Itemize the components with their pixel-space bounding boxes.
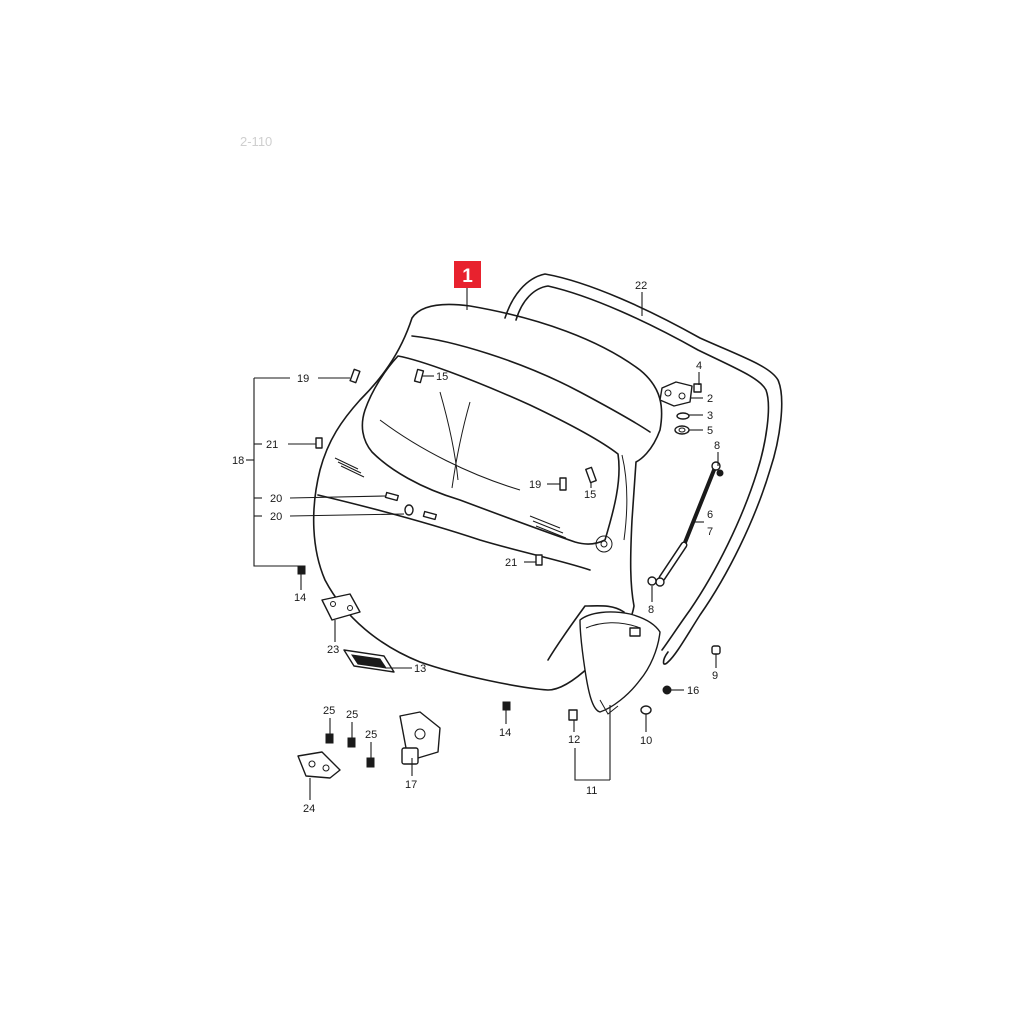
clip-part-15-lower [585, 466, 597, 484]
label-9: 9 [712, 670, 718, 682]
label-21-lower: 21 [505, 557, 517, 569]
part-1-highlight-badge: 1 [454, 261, 481, 288]
clip-part-12 [568, 709, 578, 721]
label-19-lower: 19 [529, 479, 541, 491]
bolt-part-25-c [366, 757, 375, 768]
label-15-lower: 15 [584, 489, 596, 501]
badge-number: 1 [462, 266, 473, 287]
label-15-upper: 15 [436, 371, 448, 383]
bumper-part-9 [711, 645, 721, 655]
label-11: 11 [586, 785, 597, 797]
label-2: 2 [707, 393, 713, 405]
label-6: 6 [707, 509, 713, 521]
label-16: 16 [687, 685, 699, 697]
label-14-right: 14 [499, 727, 511, 739]
label-23: 23 [327, 644, 339, 656]
washer-part-3 [676, 412, 690, 420]
label-18: 18 [232, 455, 244, 467]
dam-part-20-lower [404, 504, 438, 521]
label-25-c: 25 [365, 729, 377, 741]
bumper-part-10 [640, 705, 652, 715]
ball-stud-part-8-lower [647, 576, 657, 586]
defroster-lines-left [334, 457, 365, 478]
clip-part-14-right [502, 701, 511, 711]
label-13: 13 [414, 663, 426, 675]
label-19-upper: 19 [297, 373, 309, 385]
defroster-lines-right [529, 515, 567, 539]
part-number-labels: 22 4 2 3 5 8 6 7 8 9 16 10 12 11 14 13 2… [232, 280, 720, 815]
label-3: 3 [707, 410, 713, 422]
label-21-upper: 21 [266, 439, 278, 451]
clip-part-15-upper [413, 368, 425, 384]
label-22: 22 [635, 280, 647, 292]
back-door-shell [312, 303, 663, 691]
badge-background [454, 261, 481, 288]
dam-part-20-upper [384, 491, 400, 502]
clip-part-14-left [297, 565, 306, 575]
glass-assembly-bracket-18 [253, 377, 300, 567]
gas-strut-part-6 [655, 461, 721, 587]
label-17: 17 [405, 779, 417, 791]
label-10: 10 [640, 735, 652, 747]
nut-part-5 [674, 425, 690, 435]
lock-part-17 [399, 711, 441, 765]
label-8-lower: 8 [648, 604, 654, 616]
hinge-part-2 [659, 381, 693, 407]
spacer-part-21-upper [315, 437, 323, 449]
leader-lines [246, 288, 719, 800]
handle-part-23 [321, 593, 361, 621]
label-7: 7 [707, 526, 713, 538]
license-lamp-part-13 [343, 649, 395, 673]
bolt-part-4 [693, 383, 702, 393]
ball-stud-part-8-upper [716, 469, 724, 477]
label-14-left: 14 [294, 592, 306, 604]
label-12: 12 [568, 734, 580, 746]
label-4: 4 [696, 360, 702, 372]
nut-part-16 [662, 685, 672, 695]
trim-panel-part-11 [579, 611, 661, 715]
spacer-part-19-upper [349, 368, 361, 384]
spacer-part-19-lower [559, 477, 567, 491]
spacer-part-21-lower [535, 554, 543, 566]
faint-page-number: 2-110 [240, 134, 272, 149]
label-24: 24 [303, 803, 315, 815]
bolt-part-25-b [347, 737, 356, 748]
bolt-part-25-a [325, 733, 334, 744]
label-25-b: 25 [346, 709, 358, 721]
weatherstrip-part-22 [504, 273, 783, 665]
label-8-upper: 8 [714, 440, 720, 452]
striker-part-24 [297, 751, 341, 779]
label-25-a: 25 [323, 705, 335, 717]
label-5: 5 [707, 425, 713, 437]
label-20-upper: 20 [270, 493, 282, 505]
label-20-lower: 20 [270, 511, 282, 523]
